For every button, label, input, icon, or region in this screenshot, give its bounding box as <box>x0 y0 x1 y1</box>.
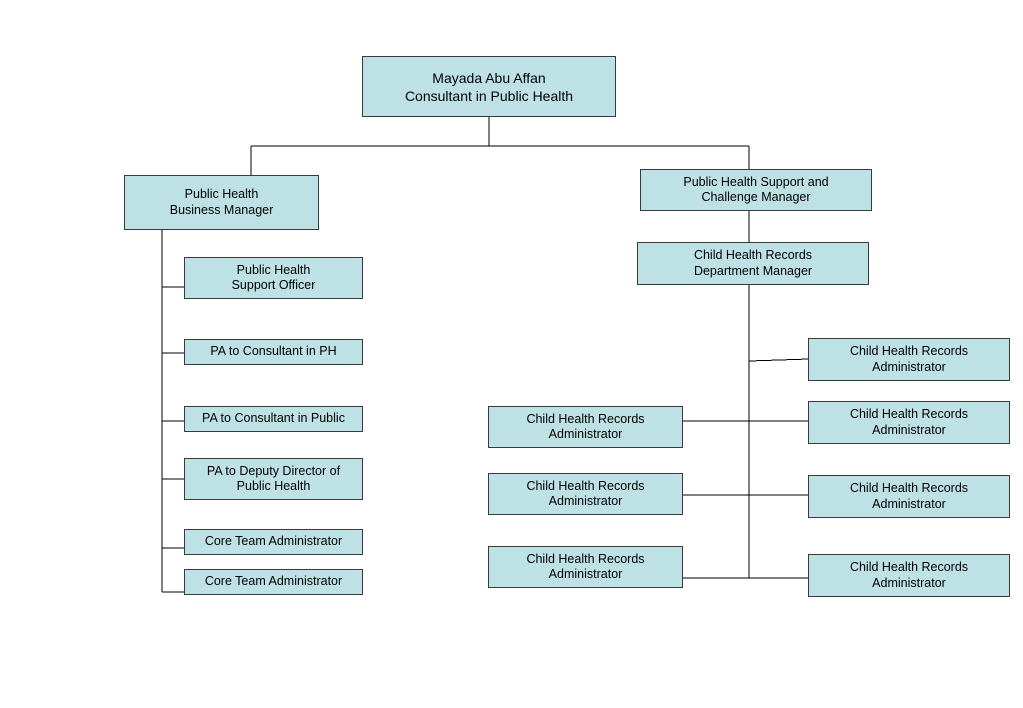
records-admin-box: Child Health Records Administrator <box>808 401 1010 444</box>
records-admin-line2: Administrator <box>872 359 946 374</box>
left-report-box: Public Health Support Officer <box>184 257 363 299</box>
records-admin-box: Child Health Records Administrator <box>808 554 1010 597</box>
left-report-box: Core Team Administrator <box>184 569 363 595</box>
left-report-line1: Core Team Administrator <box>204 534 343 549</box>
records-admin-line1: Child Health Records <box>526 478 645 493</box>
department-manager-box: Child Health Records Department Manager <box>637 242 869 285</box>
left-report-line1: Core Team Administrator <box>204 574 343 589</box>
root-name: Mayada Abu Affan <box>432 69 546 86</box>
left-manager-box: Public Health Business Manager <box>124 175 319 230</box>
records-admin-line1: Child Health Records <box>526 551 645 566</box>
records-admin-box: Child Health Records Administrator <box>488 473 683 515</box>
records-admin-line2: Administrator <box>548 567 623 581</box>
left-report-line1: PA to Consultant in Public <box>202 411 345 426</box>
left-report-line2: Public Health <box>236 479 311 493</box>
left-report-line2: Support Officer <box>231 278 316 292</box>
right-manager-line1: Public Health Support and <box>683 174 829 189</box>
left-report-box: PA to Consultant in Public <box>184 406 363 432</box>
records-admin-line1: Child Health Records <box>849 344 969 358</box>
root-node-box: Mayada Abu Affan Consultant in Public He… <box>362 56 616 117</box>
left-report-box: Core Team Administrator <box>184 529 363 555</box>
department-manager-line2: Department Manager <box>693 263 813 278</box>
root-title: Consultant in Public Health <box>404 87 574 104</box>
records-admin-box: Child Health Records Administrator <box>808 475 1010 518</box>
right-manager-box: Public Health Support and Challenge Mana… <box>640 169 872 211</box>
records-admin-line2: Administrator <box>548 427 623 441</box>
left-report-line1: PA to Deputy Director of <box>206 463 341 478</box>
left-report-line1: Public Health <box>236 262 311 277</box>
records-admin-line1: Child Health Records <box>849 560 969 574</box>
left-manager-line2: Business Manager <box>169 202 274 217</box>
records-admin-box: Child Health Records Administrator <box>808 338 1010 381</box>
records-admin-box: Child Health Records Administrator <box>488 546 683 588</box>
left-report-box: PA to Consultant in PH <box>184 339 363 365</box>
records-admin-line1: Child Health Records <box>849 407 969 421</box>
records-admin-box: Child Health Records Administrator <box>488 406 683 448</box>
left-report-box: PA to Deputy Director of Public Health <box>184 458 363 500</box>
records-admin-line2: Administrator <box>872 575 946 590</box>
records-admin-line2: Administrator <box>872 422 946 437</box>
left-report-line1: PA to Consultant in PH <box>210 344 337 359</box>
right-manager-line2: Challenge Manager <box>701 190 811 204</box>
records-admin-line2: Administrator <box>548 494 623 508</box>
records-admin-line1: Child Health Records <box>526 411 645 426</box>
records-admin-line1: Child Health Records <box>849 481 969 495</box>
department-manager-line1: Child Health Records <box>693 248 813 262</box>
left-manager-line1: Public Health <box>184 187 259 201</box>
records-admin-line2: Administrator <box>872 496 946 511</box>
connector-right-branch <box>748 358 810 362</box>
